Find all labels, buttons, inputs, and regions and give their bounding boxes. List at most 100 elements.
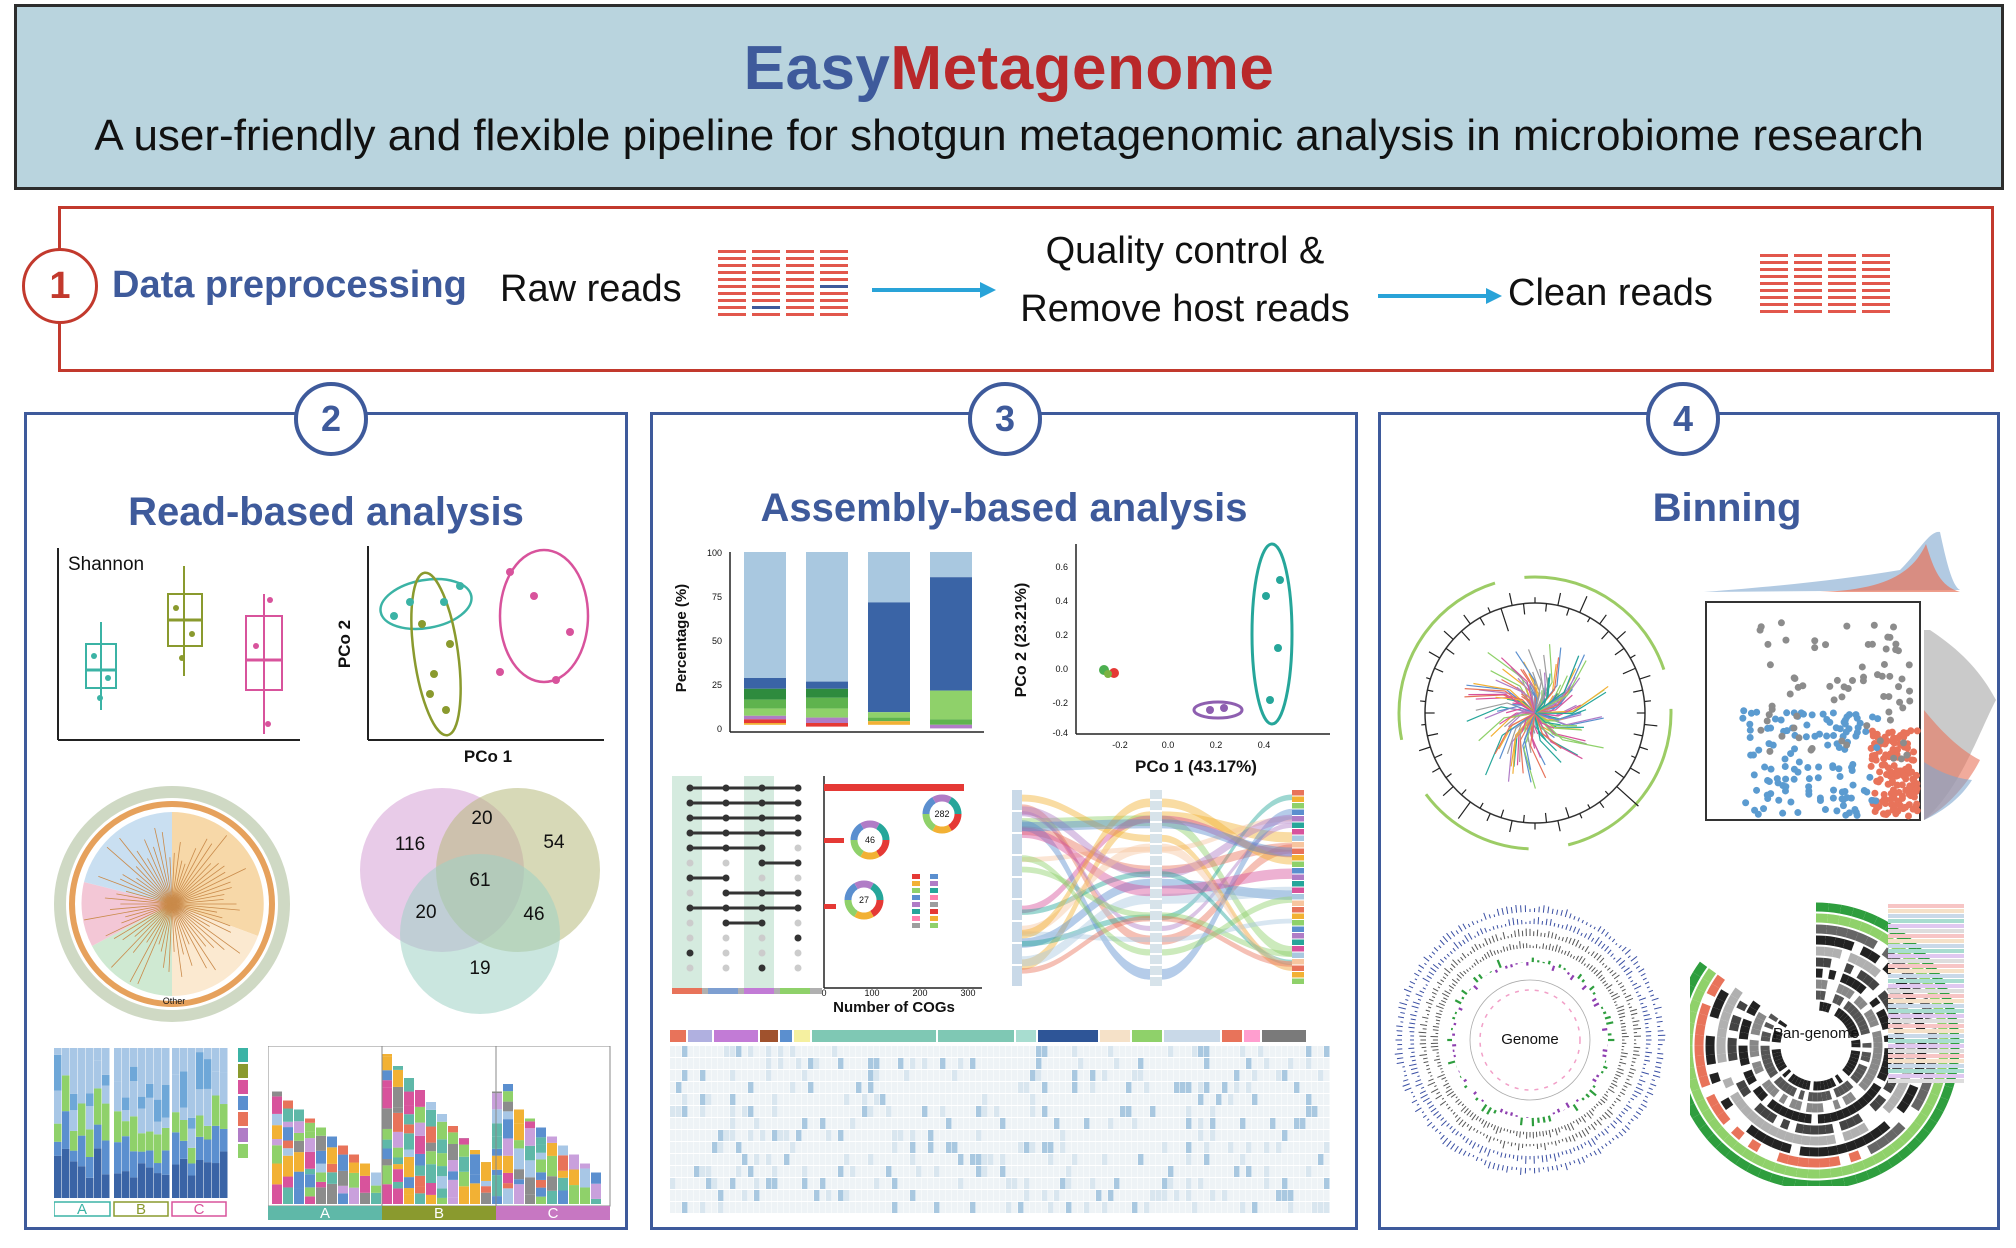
heatmap-cell [1234, 1082, 1240, 1093]
tree-branch [119, 878, 173, 905]
heatmap-cell [1012, 1046, 1018, 1057]
heatmap-cell [856, 1118, 862, 1129]
heatmap-cell [1132, 1202, 1138, 1213]
sankey-node [1292, 894, 1304, 900]
heatmap-cell [706, 1082, 712, 1093]
heatmap-cell [1006, 1070, 1012, 1081]
circos-tick [1501, 1165, 1504, 1171]
small-bar-segment [54, 1090, 62, 1124]
heatmap-cell [682, 1178, 688, 1189]
heatmap-cell [1312, 1202, 1318, 1213]
heatmap-cell [1090, 1130, 1096, 1141]
heatmap-cell [892, 1118, 898, 1129]
heatmap-group-bar [688, 1030, 712, 1042]
read-line [752, 292, 780, 295]
heatmap-cell [838, 1106, 844, 1117]
heatmap-cell [970, 1190, 976, 1201]
circos-tick [1496, 908, 1500, 916]
circos-tick [1619, 1091, 1625, 1096]
heatmap-cell [1138, 1202, 1144, 1213]
circos-tick [1587, 951, 1590, 955]
small-bar-segment [94, 1124, 102, 1149]
heatmap-cell [1318, 1190, 1324, 1201]
heatmap-cell [988, 1178, 994, 1189]
small-bar-segment [212, 1125, 220, 1164]
heatmap-cell [928, 1142, 934, 1153]
heatmap-cell [1300, 1094, 1306, 1105]
scatter-point [1873, 744, 1881, 752]
heatmap-cell [736, 1070, 742, 1081]
heatmap-cell [814, 1058, 820, 1069]
pangenome-ring-segment [1857, 999, 1868, 1010]
heatmap-cell [1108, 1178, 1114, 1189]
circos-tick [1576, 1145, 1580, 1151]
circos-tick [1434, 1058, 1441, 1061]
large-bar-segment [437, 1114, 447, 1122]
heatmap-cell [1234, 1202, 1240, 1213]
circos-tick [1404, 1087, 1412, 1092]
gc-skew-bar [1575, 1099, 1579, 1103]
read-line [752, 313, 780, 316]
arrow-raw-to-qc [872, 282, 996, 298]
large-bar-segment [382, 1093, 392, 1109]
circos-tick [1408, 1026, 1415, 1029]
heatmap-cell [1132, 1166, 1138, 1177]
pangenome-ring-segment [1876, 1008, 1887, 1019]
sankey-node [1292, 965, 1304, 971]
circos-tick [1520, 1167, 1522, 1175]
circos-tick [1483, 1120, 1488, 1128]
heatmap-cell [682, 1142, 688, 1153]
circos-tick [1640, 1103, 1647, 1108]
circos-tick [1460, 1105, 1467, 1112]
sankey-flow [1162, 819, 1292, 857]
heatmap-cell [1066, 1202, 1072, 1213]
heatmap-cell [1270, 1094, 1276, 1105]
upset-xtick-0: 0 [821, 988, 826, 998]
heatmap-cell [1048, 1202, 1054, 1213]
heatmap-cell [1054, 1082, 1060, 1093]
heatmap-cell [1096, 1082, 1102, 1093]
sankey-flow [1162, 816, 1292, 852]
heatmap-cell [1192, 1142, 1198, 1153]
heatmap-cell [1108, 1142, 1114, 1153]
circos-tick [1449, 951, 1453, 955]
large-bar-segment [415, 1106, 425, 1123]
pangenome-ring-segment [1768, 1069, 1779, 1079]
large-bar-segment [349, 1154, 359, 1163]
pangenome-ring-segment [1873, 916, 1890, 931]
heatmap-cell [970, 1166, 976, 1177]
heatmap-cell [802, 1094, 808, 1105]
heatmap-cell [814, 1130, 820, 1141]
heatmap-cell [1114, 1190, 1120, 1201]
gc-skew-bar [1595, 1074, 1600, 1078]
heatmap-cell [730, 1058, 736, 1069]
small-bar-top [220, 1048, 228, 1073]
heatmap-cell [1036, 1202, 1042, 1213]
circos-tick [1623, 967, 1630, 973]
scatter-point [1905, 763, 1913, 771]
circos-tick [1456, 978, 1460, 982]
heatmap-cell [1054, 1190, 1060, 1201]
sankey-node [1150, 911, 1162, 920]
heatmap-cell [946, 1058, 952, 1069]
circos-tick [1506, 1165, 1509, 1173]
circos-tick [1462, 923, 1467, 930]
heatmap-cell [1018, 1202, 1024, 1213]
circos-tick [1416, 1103, 1420, 1106]
read-line [718, 292, 746, 295]
heatmap-cell [1198, 1190, 1204, 1201]
circos-tick [1479, 1131, 1482, 1134]
circos-tick [1631, 1061, 1636, 1063]
heatmap-cell [1000, 1070, 1006, 1081]
sankey-node [1292, 939, 1304, 945]
large-bar-segment [470, 1174, 480, 1184]
scatter-point [1746, 726, 1754, 734]
read-line [786, 285, 814, 288]
small-bar-segment [122, 1171, 130, 1198]
heatmap-cell [1222, 1190, 1228, 1201]
circos-tick [1467, 923, 1471, 928]
heatmap-cell [1048, 1094, 1054, 1105]
heatmap-cell [1222, 1070, 1228, 1081]
scatter-point [1892, 646, 1900, 654]
heatmap-cell [1030, 1118, 1036, 1129]
